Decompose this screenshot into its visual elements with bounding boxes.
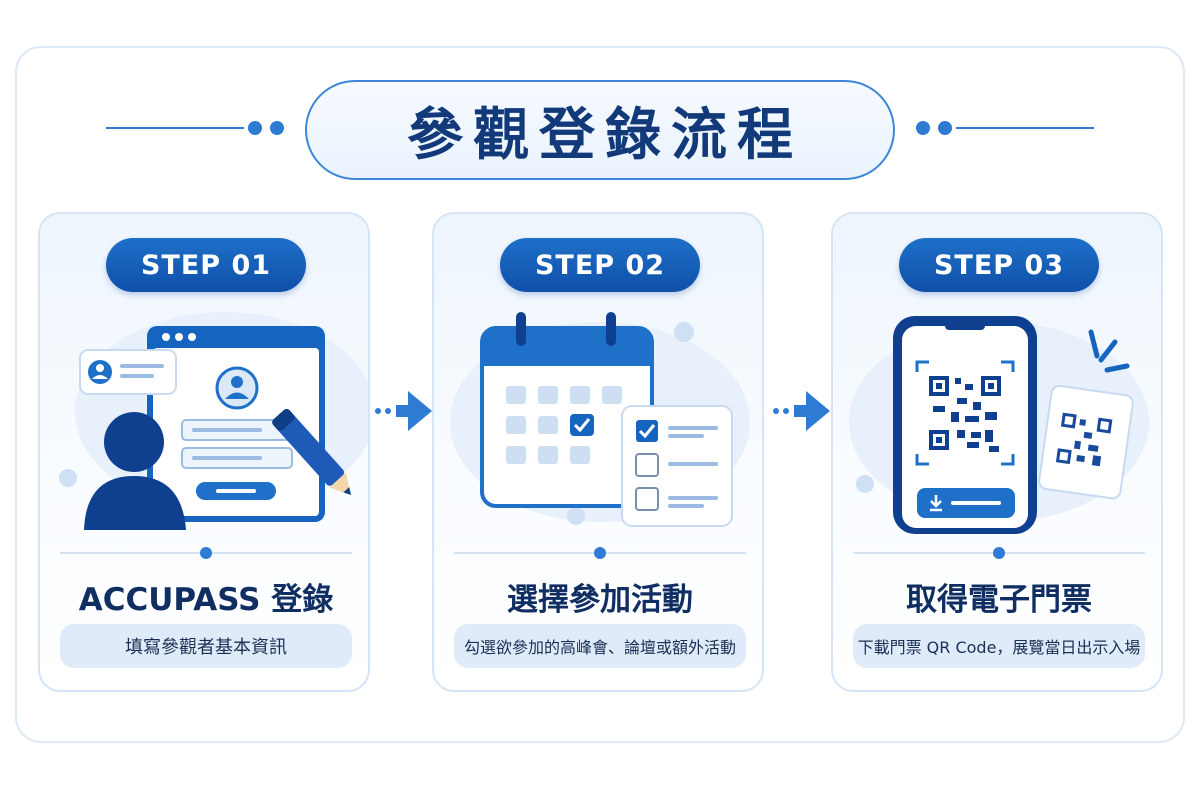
step-description: 勾選欲參加的高峰會、論壇或額外活動: [454, 624, 746, 668]
phone-qr-ticket-icon: [849, 316, 1149, 534]
step-description: 下載門票 QR Code，展覽當日出示入場: [853, 624, 1145, 668]
step-heading: 取得電子門票: [906, 582, 1092, 618]
step-card-3: STEP 03: [831, 212, 1163, 692]
step-heading: ACCUPASS 登錄: [78, 582, 334, 618]
card-divider-dot: [594, 547, 606, 559]
title-decoration-dot: [916, 121, 930, 135]
calendar-checklist-icon: [450, 312, 750, 527]
title-decoration-dot: [270, 121, 284, 135]
registration-form-icon: [59, 312, 368, 530]
step-card-2: STEP 02 選擇參加活動 勾選欲參加的高峰會、論壇或額外活動: [432, 212, 764, 692]
step-badge: STEP 03: [899, 238, 1099, 292]
card-divider-dot: [993, 547, 1005, 559]
step-badge: STEP 02: [500, 238, 700, 292]
title-decoration-line-left: [106, 127, 244, 129]
page-title: 參觀登錄流程: [407, 102, 803, 168]
title-decoration-line-right: [956, 127, 1094, 129]
step-badge: STEP 01: [106, 238, 306, 292]
flow-arrow-icon: [773, 391, 830, 431]
card-divider-dot: [200, 547, 212, 559]
step-card-1: STEP 01: [38, 212, 370, 692]
step-description: 填寫參觀者基本資訊: [60, 624, 352, 668]
step-heading: 選擇參加活動: [507, 582, 693, 618]
flow-arrow-icon: [375, 391, 432, 431]
title-decoration-dot: [938, 121, 952, 135]
title-decoration-dot: [248, 121, 262, 135]
title-banner: 參觀登錄流程: [305, 80, 895, 180]
